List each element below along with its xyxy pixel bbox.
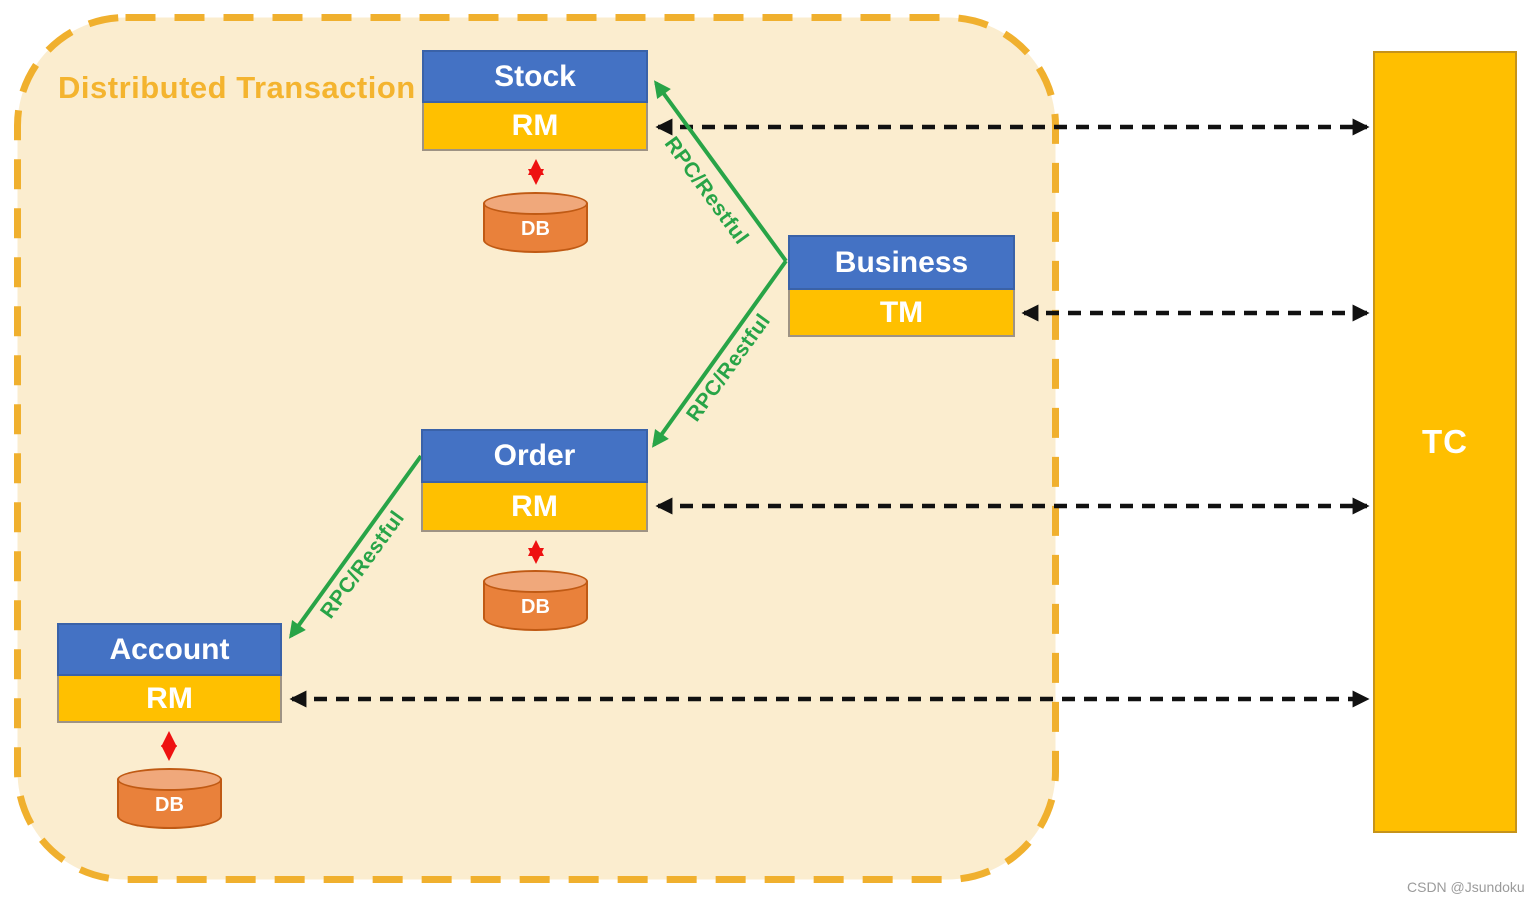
db-cylinder-stock: DB xyxy=(483,192,588,255)
rpc-arrow-business-order xyxy=(652,259,788,448)
db-label: DB xyxy=(155,794,184,816)
order-rm-badge: RM xyxy=(421,483,648,532)
rpc-arrow-order-account xyxy=(289,454,423,639)
rpc-arrow-business-stock xyxy=(653,80,788,263)
account-header: Account xyxy=(57,623,282,676)
business-tm-badge: TM xyxy=(788,290,1015,337)
tc-box: TC xyxy=(1373,51,1517,833)
service-box-account: Account RM xyxy=(57,623,282,723)
watermark: CSDN @Jsundoku xyxy=(1407,879,1525,895)
diagram-title: Distributed Transaction xyxy=(58,70,416,105)
db-cylinder-order: DB xyxy=(483,570,588,633)
db-cylinder-top xyxy=(117,768,222,791)
db-cylinder-top xyxy=(483,570,588,593)
service-box-order: Order RM xyxy=(421,429,648,532)
db-cylinder-top xyxy=(483,192,588,215)
db-label: DB xyxy=(521,596,550,618)
order-header: Order xyxy=(421,429,648,483)
business-header: Business xyxy=(788,235,1015,290)
service-box-business: Business TM xyxy=(788,235,1015,337)
service-box-stock: Stock RM xyxy=(422,50,648,151)
stock-rm-badge: RM xyxy=(422,103,648,151)
account-rm-badge: RM xyxy=(57,676,282,723)
tc-label: TC xyxy=(1422,423,1468,460)
stock-header: Stock xyxy=(422,50,648,103)
db-cylinder-account: DB xyxy=(117,768,222,831)
db-label: DB xyxy=(521,218,550,240)
